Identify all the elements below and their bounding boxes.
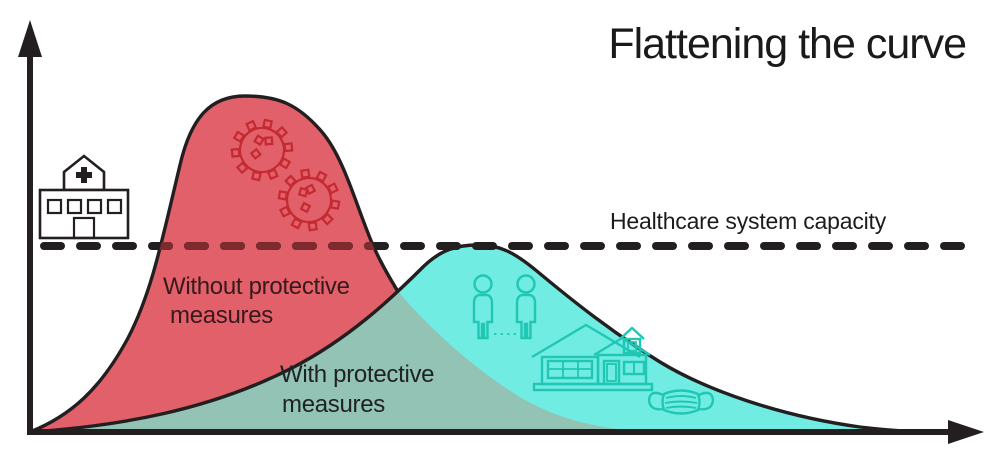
y-axis-arrow <box>18 20 42 57</box>
curve-with-label-line2: measures <box>282 391 385 418</box>
curve-without-label-line1: Without protective <box>163 273 350 300</box>
curve-with-label-line1: With protective <box>280 361 435 388</box>
curve-without-fill <box>30 96 648 432</box>
curve-without-label-line2: measures <box>170 302 273 329</box>
mask-icon <box>647 389 715 415</box>
y-axis <box>18 20 42 434</box>
social-distancing-icon <box>472 274 537 340</box>
x-axis <box>27 420 984 444</box>
x-axis-arrow <box>948 420 984 444</box>
virus-icon <box>230 118 341 232</box>
curve-with-outline <box>28 243 947 434</box>
house-icon <box>531 323 654 392</box>
curve-without-outline <box>28 94 404 434</box>
chart-title: Flattening the curve <box>608 20 967 68</box>
hospital-icon <box>38 154 130 240</box>
curve-with-label: With protective measures <box>280 360 435 420</box>
capacity-line-label: Healthcare system capacity <box>610 208 887 234</box>
curve-without-label: Without protective measures <box>163 272 350 330</box>
